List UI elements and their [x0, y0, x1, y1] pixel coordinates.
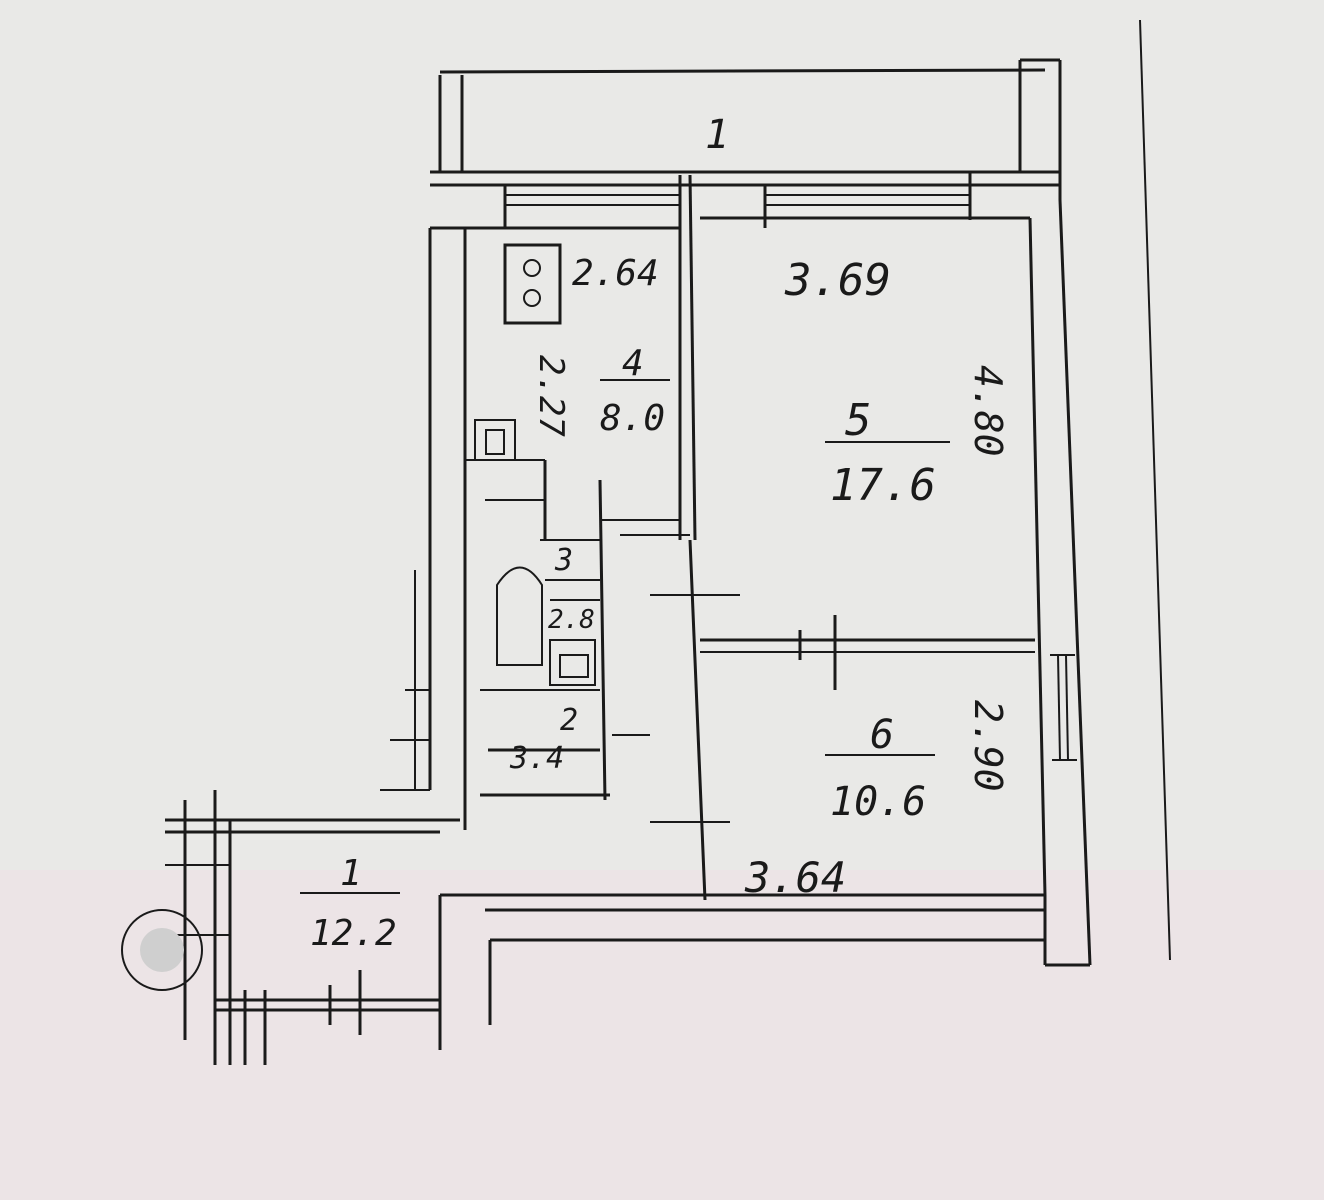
stamp-inner	[140, 928, 184, 972]
room-6-area: 10.6	[830, 779, 926, 825]
dimension-kitchen-width: 2.64	[572, 253, 659, 294]
fraction-bars	[300, 379, 950, 894]
room-2-number: 2	[560, 703, 578, 738]
room-1-area: 12.2	[310, 913, 397, 954]
room-4-number: 4	[622, 343, 644, 384]
paper-shade	[0, 870, 1324, 1200]
right-wall	[1028, 199, 1092, 967]
room-2-area: 3.4	[509, 741, 564, 776]
lower-walls	[165, 570, 1045, 1065]
dimension-room-width: 3.69	[784, 255, 891, 306]
interior-walls	[428, 174, 1035, 901]
room-4-area: 8.0	[600, 398, 665, 439]
room-3-number: 3	[554, 543, 573, 578]
dimension-room5-depth: 4.80	[966, 365, 1010, 457]
room-1-number: 1	[340, 853, 362, 894]
top-wall	[430, 172, 1060, 230]
room-5-number: 5	[845, 395, 872, 446]
balcony-number: 1	[705, 112, 729, 158]
room-5-area: 17.6	[830, 460, 936, 511]
room-6-number: 6	[870, 712, 894, 758]
dimension-kitchen-depth: 2.27	[531, 355, 571, 437]
room-3-area: 2.8	[548, 605, 595, 635]
dimension-bottom-width: 3.64	[744, 853, 846, 902]
sheet-edge-line	[1139, 19, 1171, 961]
balcony	[430, 58, 1062, 200]
stamp-icon	[121, 909, 203, 991]
dimension-room6-depth: 2.90	[966, 700, 1010, 792]
